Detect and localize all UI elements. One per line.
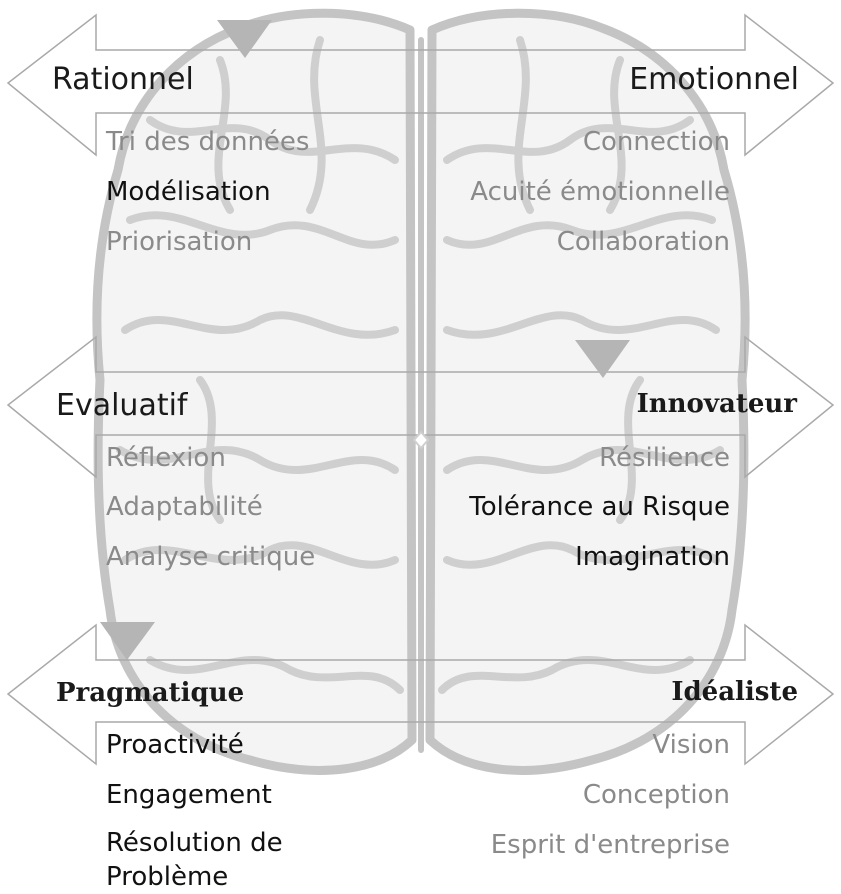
- trait-left-3-3: Résolution de Problème: [106, 828, 283, 892]
- trait-left-2-3: Analyse critique: [106, 542, 316, 572]
- brain-illustration-icon: [92, 8, 750, 775]
- trait-right-3-2: Conception: [582, 780, 730, 810]
- trait-right-1-1: Connection: [582, 127, 730, 157]
- heading-emotionnel: Emotionnel: [629, 62, 799, 97]
- triangle-marker-icon: [217, 20, 272, 58]
- trait-left-2-1: Réflexion: [106, 443, 226, 473]
- trait-left-2-2: Adaptabilité: [106, 492, 263, 522]
- trait-right-1-2: Acuité émotionnelle: [470, 177, 730, 207]
- center-diamond-icon: [412, 430, 430, 450]
- double-arrow-row-3: [6, 623, 835, 766]
- trait-right-2-3: Imagination: [575, 542, 730, 572]
- trait-left-3-2: Engagement: [106, 780, 272, 810]
- brain-gyri-icon: [116, 36, 724, 694]
- trait-right-3-1: Vision: [652, 730, 730, 760]
- trait-right-3-3: Esprit d'entreprise: [490, 830, 730, 860]
- double-arrow-row-2: [6, 335, 835, 479]
- triangle-marker-icon: [575, 340, 630, 378]
- trait-left-1-1: Tri des données: [106, 127, 310, 157]
- trait-right-2-2: Tolérance au Risque: [469, 492, 730, 522]
- trait-left-1-3: Priorisation: [106, 227, 253, 257]
- trait-right-1-3: Collaboration: [556, 227, 730, 257]
- double-arrow-row-1: [6, 13, 835, 157]
- heading-evaluatif: Evaluatif: [56, 388, 188, 423]
- trait-right-2-1: Résilience: [599, 443, 730, 473]
- heading-rationnel: Rationnel: [52, 62, 194, 97]
- heading-innovateur: Innovateur: [636, 389, 797, 419]
- heading-pragmatique: Pragmatique: [56, 678, 245, 708]
- trait-left-1-2: Modélisation: [106, 177, 271, 207]
- triangle-marker-icon: [100, 622, 155, 660]
- heading-idealiste: Idéaliste: [671, 677, 798, 707]
- trait-left-3-1: Proactivité: [106, 730, 244, 760]
